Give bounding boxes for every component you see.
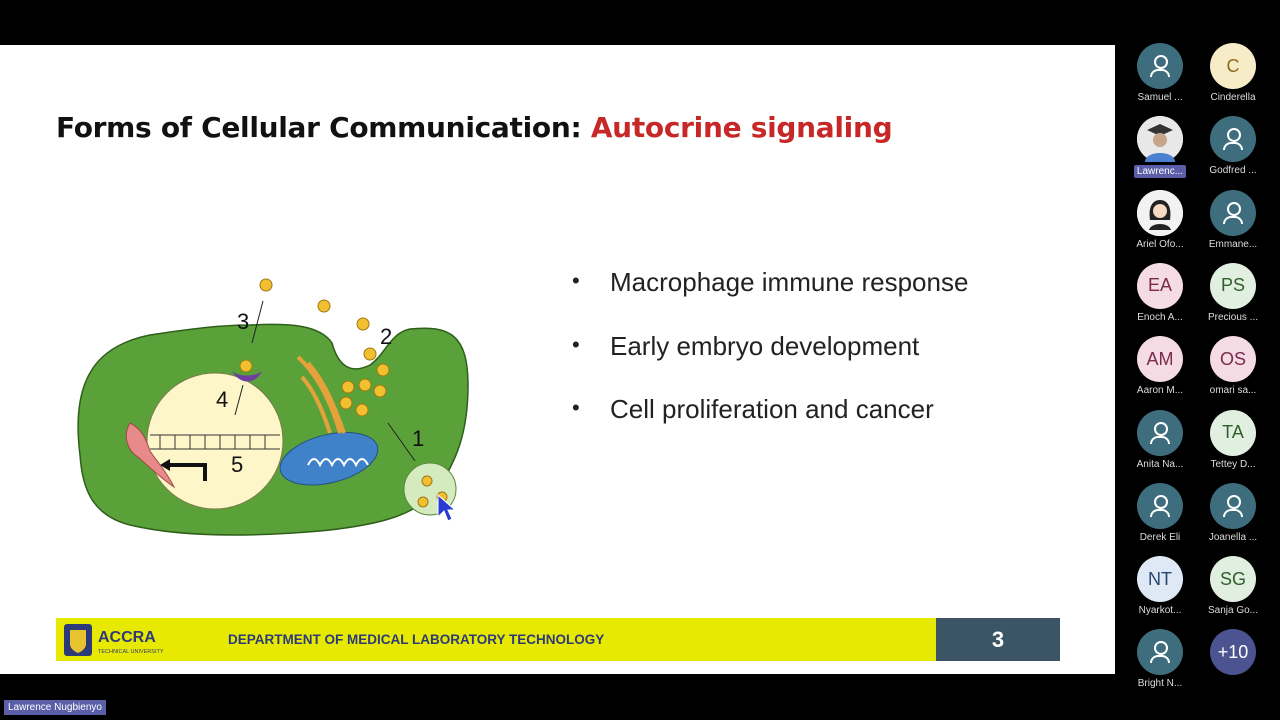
slide-title: Forms of Cellular Communication: Autocri… [56, 111, 893, 144]
bullet-item: •Cell proliferation and cancer [572, 394, 934, 424]
mouse-cursor-icon [437, 493, 456, 522]
participant-name: Sanja Go... [1207, 605, 1259, 617]
person-icon [1137, 629, 1183, 676]
avatar-initials: AM [1137, 336, 1183, 383]
avatar-initials: SG [1210, 556, 1256, 603]
participant-tile[interactable]: Samuel ... [1125, 43, 1195, 103]
participant-name: Enoch A... [1137, 311, 1183, 323]
bullet-item: •Early embryo development [572, 330, 920, 361]
avatar-initials: EA [1137, 262, 1183, 309]
active-speaker-label: Lawrence Nugbienyo [4, 700, 106, 715]
svg-text:TECHNICAL UNIVERSITY: TECHNICAL UNIVERSITY [98, 649, 164, 655]
participant-tile[interactable]: AM Aaron M... [1125, 336, 1195, 396]
avatar-initials: NT [1137, 556, 1183, 603]
participant-tile[interactable]: SG Sanja Go... [1198, 556, 1268, 616]
participant-name: omari sa... [1209, 385, 1257, 397]
participant-tile[interactable]: Joanella ... [1198, 482, 1268, 543]
slide-title-prefix: Forms of Cellular Communication: [56, 111, 591, 144]
avatar-initials: PS [1210, 262, 1256, 309]
slide-title-accent: Autocrine signaling [590, 111, 893, 144]
golgi-apparatus [296, 355, 346, 434]
participant-name: Derek Eli [1139, 531, 1181, 543]
bullet-list: •Macrophage immune response •Early embry… [572, 267, 968, 458]
mitochondrion [279, 431, 379, 486]
participant-tile[interactable]: Lawrenc... [1125, 116, 1195, 182]
participant-name: Emmane... [1208, 238, 1258, 250]
avatar-initials: OS [1210, 336, 1256, 383]
participant-name: Precious ... [1207, 311, 1259, 323]
participant-tile[interactable]: Ariel Ofo... [1125, 189, 1195, 250]
participant-name: Cinderella [1210, 92, 1256, 103]
avatar-initials: +10 [1210, 629, 1256, 676]
person-icon [1210, 116, 1256, 163]
department-name: DEPARTMENT OF MEDICAL LABORATORY TECHNOL… [228, 632, 605, 647]
participant-name: Aaron M... [1136, 385, 1184, 397]
participant-name: Nyarkot... [1138, 605, 1182, 617]
participant-name: Samuel ... [1137, 92, 1183, 103]
participant-tile[interactable]: Emmane... [1198, 189, 1268, 250]
participant-tile[interactable]: Anita Na... [1125, 409, 1195, 470]
person-icon [1210, 482, 1256, 529]
person-icon [1137, 482, 1183, 529]
signal-molecules [259, 278, 448, 508]
participant-tile[interactable]: OS omari sa... [1198, 336, 1268, 396]
diagram-label-3: 3 [237, 309, 249, 334]
participant-tile[interactable]: EA Enoch A... [1125, 262, 1195, 323]
receptor [232, 371, 262, 382]
participant-tile[interactable]: C Cinderella [1198, 43, 1268, 103]
nucleus [146, 372, 284, 510]
participant-name: Joanella ... [1208, 531, 1258, 543]
person-icon [1210, 189, 1256, 236]
slide-footer: ACCRA TECHNICAL UNIVERSITY DEPARTMENT OF… [56, 618, 1060, 661]
participant-name: Bright N... [1137, 678, 1183, 690]
participant-name: Anita Na... [1136, 458, 1184, 470]
presentation-slide: Forms of Cellular Communication: Autocri… [0, 45, 1115, 674]
dna-strand [150, 434, 280, 450]
person-icon [1137, 43, 1183, 89]
participant-tile[interactable]: NT Nyarkot... [1125, 556, 1195, 616]
avatar-initials: C [1210, 43, 1256, 89]
diagram-label-2: 2 [380, 324, 392, 349]
graduate-photo-icon [1137, 116, 1183, 163]
university-logo: ACCRA TECHNICAL UNIVERSITY [64, 624, 164, 656]
diagram-label-4: 4 [216, 387, 228, 412]
girl-avatar-icon [1137, 189, 1183, 236]
participant-tile[interactable]: PS Precious ... [1198, 262, 1268, 323]
participant-tile[interactable]: +10 [1198, 629, 1268, 676]
participant-tile[interactable]: Bright N... [1125, 629, 1195, 689]
participant-name: Lawrenc... [1133, 165, 1187, 179]
diagram-label-5: 5 [231, 452, 243, 477]
diagram-label-1: 1 [412, 426, 424, 451]
participant-tile[interactable]: Derek Eli [1125, 482, 1195, 543]
bullet-item: •Macrophage immune response [572, 267, 969, 297]
transcription-arrow-icon [165, 463, 207, 481]
autocrine-cell-diagram: 1 2 3 4 5 [77, 278, 469, 536]
person-icon [1137, 409, 1183, 456]
participant-name: Tettey D... [1210, 458, 1256, 470]
avatar-initials: TA [1210, 409, 1256, 456]
participant-tile[interactable]: Godfred ... [1198, 116, 1268, 176]
participant-name: Ariel Ofo... [1136, 238, 1184, 250]
svg-text:ACCRA: ACCRA [98, 629, 156, 646]
participant-tile[interactable]: TA Tettey D... [1198, 409, 1268, 470]
endoplasmic-reticulum [125, 422, 176, 489]
page-number: 3 [936, 618, 1060, 661]
participant-name: Godfred ... [1209, 165, 1257, 177]
